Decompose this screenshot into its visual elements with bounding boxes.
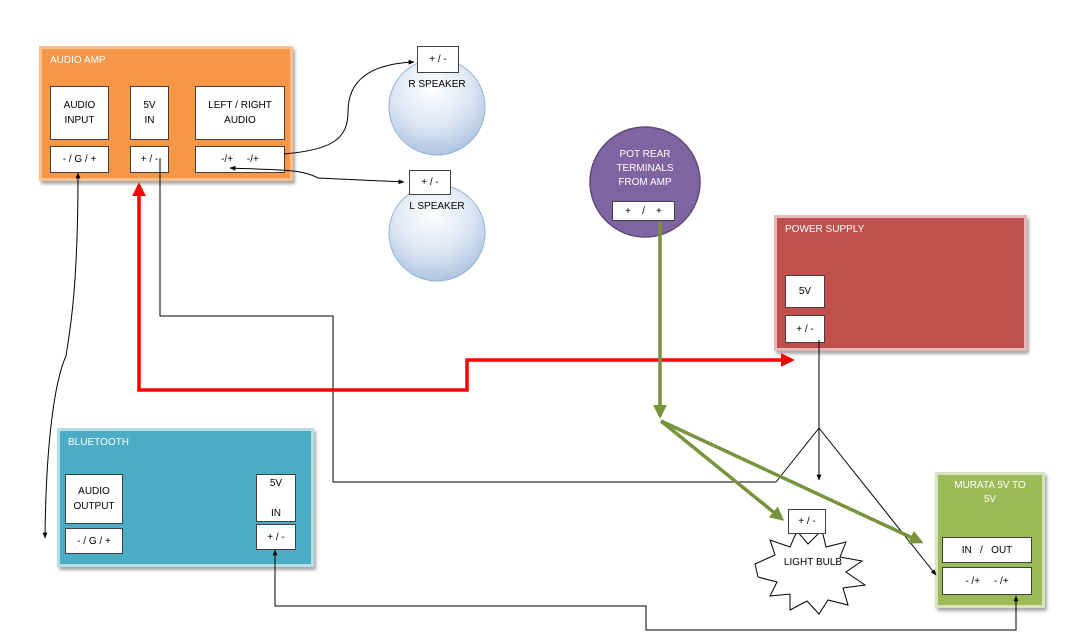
amp-5v-in-label: 5V IN: [130, 86, 169, 140]
red-power-wire: [132, 182, 795, 392]
l-speaker-terminals: + / -: [409, 170, 451, 195]
bt-5v-terminals: + / -: [256, 524, 296, 550]
wire-bt-5v-to-murata: [272, 549, 1019, 631]
power-supply-title: POWER SUPPLY: [785, 224, 865, 235]
light-bulb-label: LIGHT BULB: [783, 557, 843, 568]
amp-5v-terminals: + / -: [130, 146, 169, 173]
bt-5v-in-label: 5V IN: [256, 474, 296, 522]
green-wire-to-bulb: [659, 419, 785, 521]
wire-junction-left: [775, 427, 820, 483]
wire-amp-to-r-speaker: [283, 59, 415, 155]
amp-audio-input-label: AUDIO INPUT: [50, 86, 109, 140]
pot-label: POT REAR TERMINALS FROM AMP: [616, 149, 674, 188]
audio-amp-title: AUDIO AMP: [50, 55, 106, 66]
r-speaker-shape: [388, 58, 486, 156]
bluetooth-title: BLUETOOTH: [68, 437, 129, 448]
murata-title: MURATA 5V TO 5V: [954, 480, 1026, 505]
pot-terminals: + / +: [612, 201, 675, 221]
wire-amp-to-l-speaker: [229, 165, 405, 185]
amp-left-right-audio-label: LEFT / RIGHT AUDIO: [195, 86, 285, 140]
r-speaker-label: R SPEAKER: [408, 79, 466, 90]
light-bulb-shape: [754, 529, 867, 615]
green-wire-to-murata: [660, 419, 924, 544]
light-bulb-terminals: + / -: [788, 509, 826, 534]
wire-amp-audio-to-bt-audio: [42, 172, 81, 539]
l-speaker-label: L SPEAKER: [409, 201, 465, 212]
r-speaker-terminals: + / -: [417, 46, 459, 73]
